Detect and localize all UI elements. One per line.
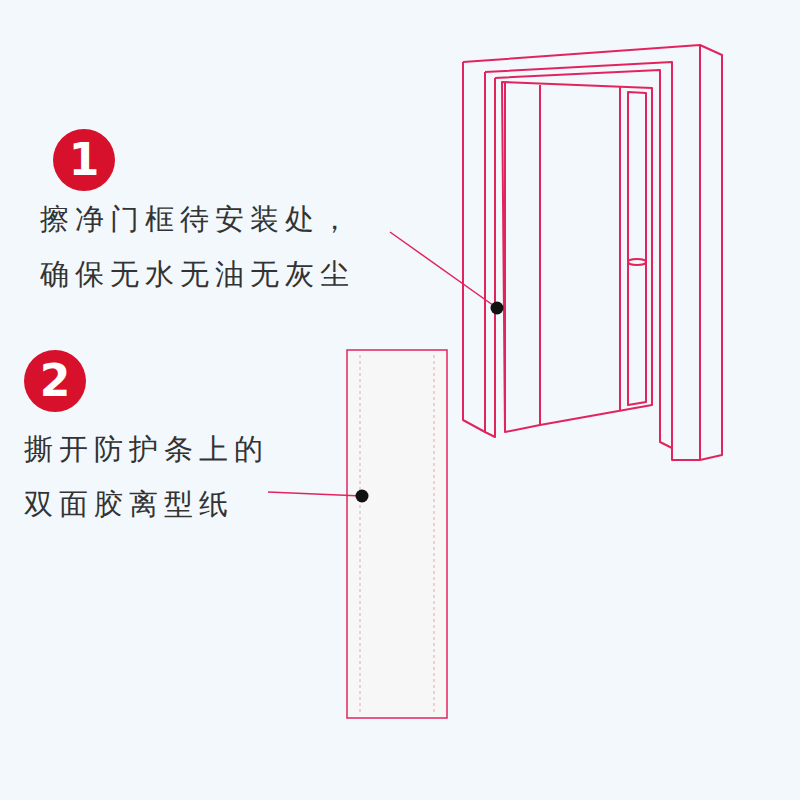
door-leaf [619,87,621,411]
instruction-text: 擦净门框待安装处， 确保无水无油无灰尘 [40,192,385,302]
door-frame [485,62,672,440]
strip-seam [434,355,435,713]
door-handle [628,259,646,265]
callout-number: 2 [24,350,86,412]
door-frame [699,45,701,460]
leader-line [390,232,497,308]
door-leaf [502,82,652,432]
protective-strip [347,350,447,718]
door-frame [463,62,485,432]
door-frame [463,45,722,460]
leader-dot [491,302,504,315]
callout-number-text: 1 [69,138,100,182]
leader-dot [356,490,369,503]
door-frame [485,72,495,437]
door-leaf [628,92,646,405]
door-leaf [504,82,506,432]
callout-number: 1 [53,129,115,191]
leader-line [268,492,362,496]
door-leaf [539,85,541,425]
door-frame [495,70,672,448]
callout-number-text: 2 [40,359,71,403]
instruction-text: 撕开防护条上的 双面胶离型纸 [24,422,314,532]
strip-seam [360,355,361,713]
